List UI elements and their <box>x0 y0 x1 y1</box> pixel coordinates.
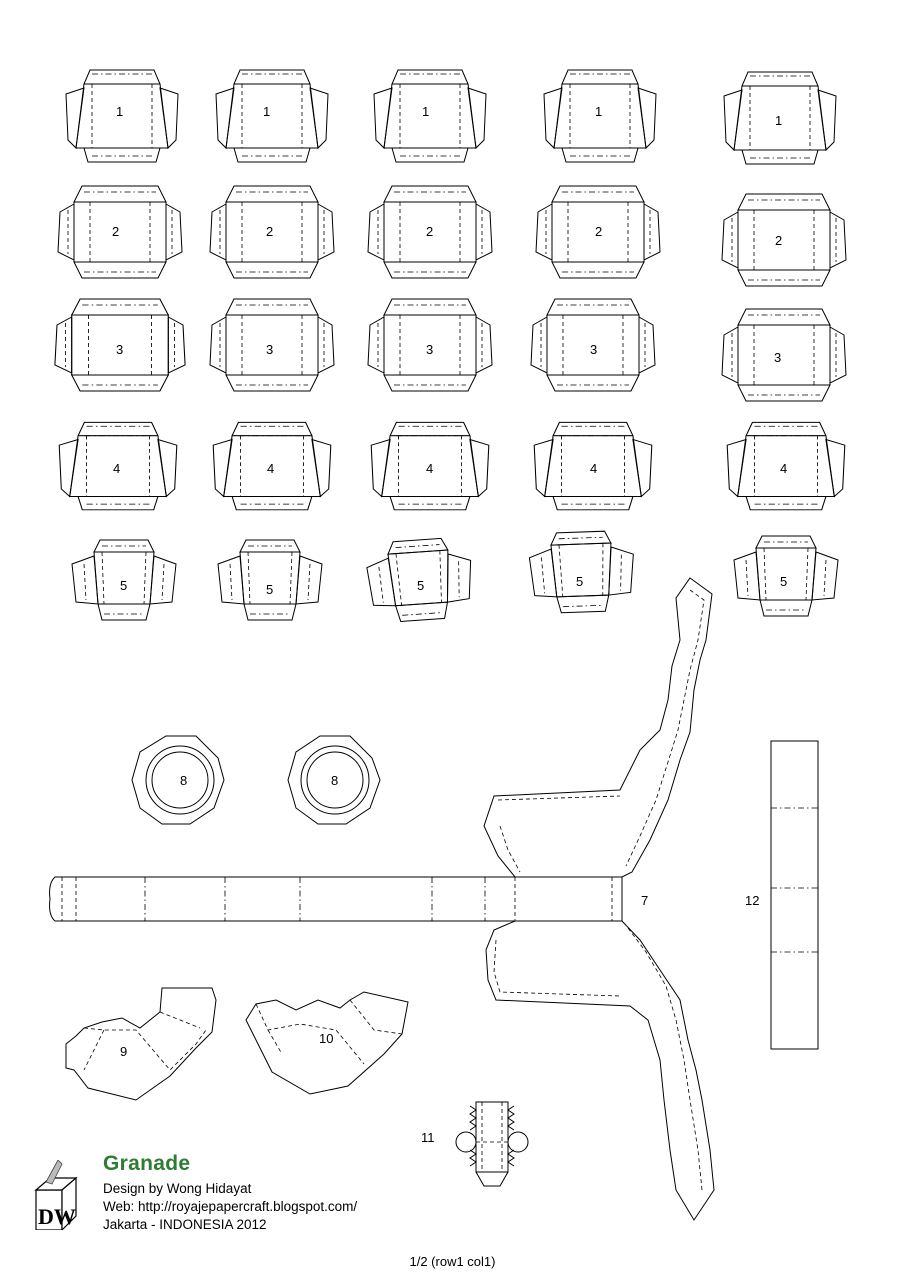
website-credit: Web: http://royajepapercraft.blogspot.co… <box>103 1199 358 1214</box>
part-7-label: 7 <box>641 893 648 908</box>
part-5-label: 5 <box>780 574 787 589</box>
part-5-net <box>71 529 839 625</box>
part-2-label: 2 <box>595 224 602 239</box>
page-footer: 1/2 (row1 col1) <box>409 1254 496 1269</box>
designer-logo: DW <box>32 1159 88 1232</box>
part-1-label: 1 <box>422 104 429 119</box>
part-2-net <box>57 185 847 287</box>
part-2-label: 2 <box>426 224 433 239</box>
logo-text: DW <box>38 1204 76 1229</box>
part-3-net <box>54 298 847 402</box>
part-12-strip <box>770 740 819 1050</box>
part-5-label: 5 <box>120 578 127 593</box>
part-2-labels: 2 2 2 2 2 <box>112 224 782 248</box>
band-strip <box>49 876 623 922</box>
part-8-ring <box>131 735 225 825</box>
logo-mark: DW <box>34 1159 78 1232</box>
part-3-label: 3 <box>590 342 597 357</box>
part-3-label: 3 <box>774 350 781 365</box>
part-4-labels: 4 4 4 4 4 <box>113 461 787 476</box>
part-1-label: 1 <box>775 113 782 128</box>
part-10-net <box>245 991 409 1095</box>
part-5-label: 5 <box>266 582 273 597</box>
part-2-label: 2 <box>775 233 782 248</box>
part-11-pin <box>455 1101 529 1187</box>
location-credit: Jakarta - INDONESIA 2012 <box>103 1217 267 1232</box>
model-title: Granade <box>103 1152 191 1175</box>
part-3-labels: 3 3 3 3 3 <box>116 342 781 365</box>
part-3-label: 3 <box>266 342 273 357</box>
part-2-label: 2 <box>266 224 273 239</box>
part-5-label: 5 <box>576 574 583 589</box>
part-3-label: 3 <box>116 342 123 357</box>
part-8-ring <box>287 735 381 825</box>
part-9-label: 9 <box>120 1044 127 1059</box>
part-4-label: 4 <box>590 461 597 476</box>
part-9-net <box>65 987 217 1101</box>
part-4-label: 4 <box>113 461 120 476</box>
part-12-label: 12 <box>745 893 759 908</box>
part-10-label: 10 <box>319 1031 333 1046</box>
designer-credit: Design by Wong Hidayat <box>103 1181 252 1196</box>
part-5-label: 5 <box>417 578 424 593</box>
part-1-label: 1 <box>116 104 123 119</box>
part-5-labels: 5 5 5 5 5 <box>120 574 787 597</box>
part-11-label: 11 <box>421 1130 435 1145</box>
part-1-labels: 1 1 1 1 1 <box>116 104 782 128</box>
part-8-label: 8 <box>331 773 338 788</box>
part-8-label: 8 <box>180 773 187 788</box>
part-1-label: 1 <box>263 104 270 119</box>
part-1-net <box>65 69 837 165</box>
part-4-label: 4 <box>267 461 274 476</box>
part-2-label: 2 <box>112 224 119 239</box>
part-4-label: 4 <box>426 461 433 476</box>
part-3-label: 3 <box>426 342 433 357</box>
part-1-label: 1 <box>595 104 602 119</box>
part-7-lever <box>483 577 715 1221</box>
part-4-label: 4 <box>780 461 787 476</box>
part-4-net <box>58 421 846 511</box>
